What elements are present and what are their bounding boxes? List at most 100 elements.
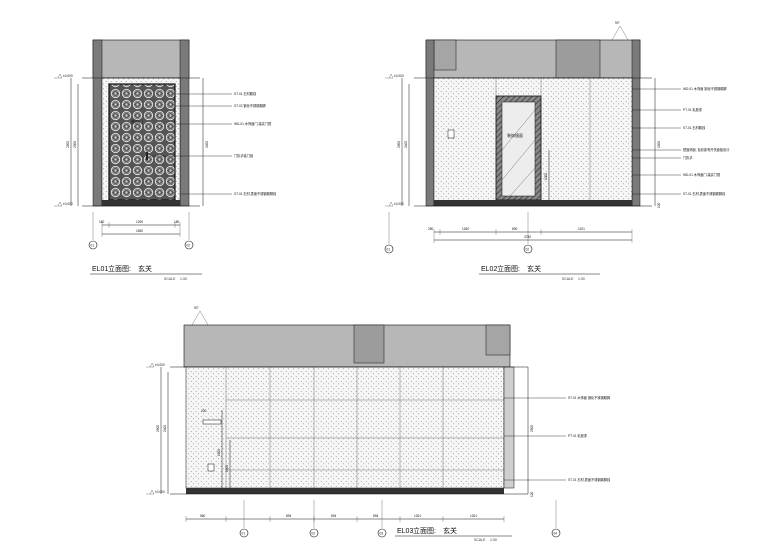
scale-label: SCALE xyxy=(164,277,176,281)
title-code: EL03 xyxy=(397,528,413,535)
dim-h: 560 xyxy=(200,514,206,518)
title-code: EL01 xyxy=(92,266,108,273)
dim-v-bottom: 120 xyxy=(530,491,534,497)
annotation: PT-01 乳胶漆 xyxy=(683,107,703,112)
elevation-title: EL01 立面图: 玄关 SCALE 1:30 xyxy=(90,264,202,281)
dim-v-right: 2500 xyxy=(530,425,534,432)
door-handle xyxy=(146,152,148,160)
dim-v-door: 2300 xyxy=(73,141,77,148)
floor-plinth xyxy=(434,200,632,206)
dim-h: 894 xyxy=(286,514,292,518)
right-wall-return xyxy=(179,39,190,207)
title-label: 立面图: xyxy=(108,264,131,273)
elevation-el01: 装饰门 ±0.000 ±0.000 2500 2300 2400 ST-01 石… xyxy=(54,39,277,281)
axis-marker xyxy=(551,528,561,538)
scale-value: 1:30 xyxy=(490,538,497,542)
elevation-el02: 装饰镜面 90° ±0.000 ±0.000 2500 2400 1000 15… xyxy=(384,21,730,281)
scale-label: SCALE xyxy=(474,538,486,542)
level-mark-top: ±0.000 xyxy=(155,363,165,367)
dim-v-total: 2500 xyxy=(397,141,401,148)
dim-h: 180 xyxy=(99,220,105,224)
section-marker: 90° xyxy=(194,306,200,310)
annotation: 镜面饰面, 色彩原有开关面板设计 xyxy=(683,147,730,152)
left-wall-return xyxy=(425,39,435,207)
dim-v-right: 1500 xyxy=(657,141,661,148)
axis-marker-label: 02 xyxy=(526,247,530,251)
switch-panel xyxy=(447,129,455,139)
level-mark-bottom: ±0.000 xyxy=(63,202,73,206)
title-label: 立面图: xyxy=(497,264,520,273)
axis-marker xyxy=(88,240,98,250)
dim-h: 894 xyxy=(331,514,337,518)
axis-marker-label: 04 xyxy=(554,531,558,535)
elevation-el03: 90° ±0.000 ±0.000 2500 2400 200 1000 150… xyxy=(146,306,611,542)
dim-v: 1000 xyxy=(217,449,221,456)
ceiling-band xyxy=(425,39,641,79)
scale-value: 1:30 xyxy=(578,277,585,281)
annotation: WD-01 木饰面门,装实门框 xyxy=(234,121,272,126)
axis-marker xyxy=(384,244,394,254)
dim-v-right: 2400 xyxy=(205,141,209,148)
dim-h: 894 xyxy=(373,514,379,518)
annotation: ST-01 木饰面 钢化不锈钢踢脚 xyxy=(568,395,610,400)
axis-marker xyxy=(523,244,533,254)
level-mark-bottom: ±0.000 xyxy=(155,490,165,494)
axis-marker-label: 01 xyxy=(242,531,246,535)
floor-plinth xyxy=(186,488,504,494)
axis-marker-label: 01 xyxy=(387,247,391,251)
level-mark-bottom: ±0.000 xyxy=(394,202,404,206)
annotation: ST-02 钢化不锈钢踢脚 xyxy=(234,103,266,108)
floor-plinth xyxy=(102,200,180,206)
dim-h: 1260 xyxy=(462,227,469,231)
ceiling-band xyxy=(92,39,190,79)
right-wall-return xyxy=(503,366,515,489)
title-label: 立面图: xyxy=(413,526,436,535)
title-name: 玄关 xyxy=(443,526,457,535)
section-marker: 90° xyxy=(615,21,621,25)
dim-v: 1500 xyxy=(225,465,229,472)
annotation: ST-01 石材踢线 xyxy=(683,125,706,130)
decorative-mirror xyxy=(501,101,536,197)
dim-h: 1290 xyxy=(136,220,143,224)
mirror-name-label: 装饰镜面 xyxy=(507,132,523,138)
dim-h-total: 3780 xyxy=(524,235,531,239)
decorative-door xyxy=(108,83,176,201)
dim-v: 2400 xyxy=(163,425,167,432)
scale-value: 1:30 xyxy=(180,277,187,281)
scale-label: SCALE xyxy=(562,277,574,281)
level-mark-top: ±0.000 xyxy=(63,74,73,78)
annotation: ST-01 石材踢线 xyxy=(234,91,257,96)
axis-marker-label: 03 xyxy=(380,531,384,535)
axis-marker xyxy=(377,528,387,538)
annotation: PT-01 乳胶漆 xyxy=(568,433,588,438)
annotation: ST-01 石材,表面不锈钢踢脚线 xyxy=(234,191,277,196)
axis-marker-label: 02 xyxy=(312,531,316,535)
dim-h: 1261 xyxy=(470,514,477,518)
wall-finish xyxy=(185,366,505,489)
title-code: EL02 xyxy=(481,266,497,273)
dim-v-bottom: 120 xyxy=(657,202,661,208)
axis-marker xyxy=(309,528,319,538)
title-name: 玄关 xyxy=(138,264,152,273)
dim-h: 1261 xyxy=(414,514,421,518)
dim-v: 2400 xyxy=(404,141,408,148)
annotation: WD-01 木饰面 钢化不锈钢踢脚 xyxy=(683,86,727,91)
ceiling-drop-right xyxy=(555,39,601,79)
left-wall-return xyxy=(92,39,103,207)
annotation: ST-01 石材,表面不锈钢踢脚线 xyxy=(568,477,611,482)
axis-marker-label: 01 xyxy=(91,243,95,247)
annotation: ST-01 石材,表面不锈钢踢脚线 xyxy=(683,191,726,196)
annotation: 门执手装门锁 xyxy=(234,153,254,158)
elevation-title: EL02 立面图: 玄关 SCALE 1:30 xyxy=(479,264,600,281)
ceiling-drop-left xyxy=(433,39,457,71)
dim-h: 180 xyxy=(174,220,180,224)
ceiling-band xyxy=(183,324,511,368)
dim-v-total: 2500 xyxy=(66,141,70,148)
socket-panel xyxy=(207,463,215,472)
dim-v-total: 2500 xyxy=(156,425,160,432)
axis-marker xyxy=(184,240,194,250)
door-name-label: 装饰门 xyxy=(131,118,143,124)
right-wall-return xyxy=(631,39,641,207)
dim-v: 1000 xyxy=(544,173,548,180)
